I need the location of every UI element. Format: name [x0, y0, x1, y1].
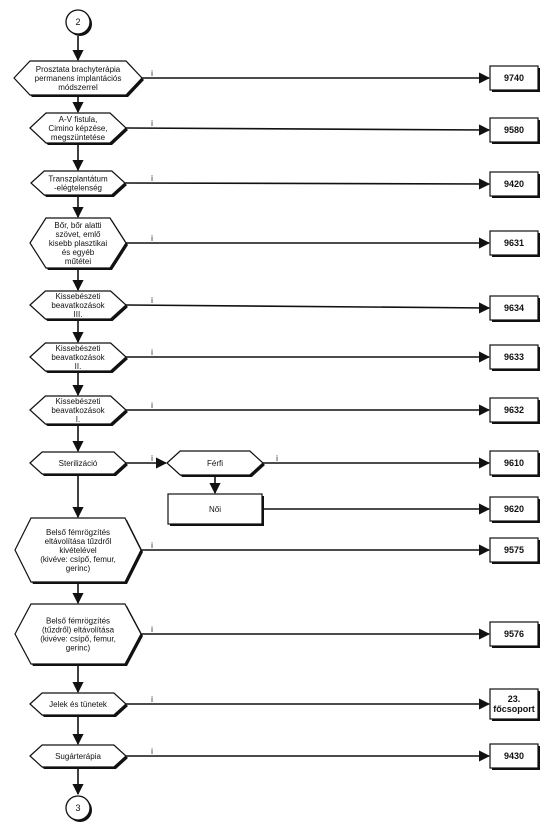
edge-label-i: i	[151, 69, 153, 78]
edge-label-i: i	[151, 541, 153, 550]
target-box: 9633	[489, 344, 540, 371]
decision-node-male: Férfi	[166, 450, 265, 477]
target-box-label: 9631	[504, 238, 524, 248]
decision-node-line: beavatkozások	[51, 406, 105, 415]
decision-node: Sterilizáció	[29, 451, 128, 476]
decision-node-line: műtétei	[65, 257, 91, 266]
connector-top: 2	[65, 9, 92, 36]
target-box: 9576	[489, 621, 540, 648]
edge-label-i: i	[151, 296, 153, 305]
decision-node-line: és egyéb	[62, 248, 95, 257]
target-box-label: 9430	[504, 751, 524, 761]
decision-node-line: gerinc)	[66, 644, 91, 653]
target-box: 9610	[489, 450, 540, 477]
edge-label-i: i	[151, 119, 153, 128]
decision-node-line: II.	[75, 362, 82, 371]
decision-node-line: módszerrel	[58, 83, 98, 92]
target-box-label: 9620	[504, 504, 524, 514]
decision-node-line: Transzplantátum	[48, 175, 108, 184]
target-box: 9580	[489, 117, 540, 144]
decision-node-line: Kissebészeti	[56, 397, 101, 406]
target-box-label: 9610	[504, 458, 524, 468]
target-box: 9740	[489, 65, 540, 92]
decision-node: Jelek és tünetek	[29, 692, 128, 717]
target-box: 23.főcsoport	[489, 688, 540, 721]
edge-label-i: i	[276, 454, 278, 463]
decision-node-line: szövet, emlő	[56, 230, 101, 239]
decision-node: A-V fistula,Cimino képzése,megszüntetése	[29, 112, 128, 145]
target-box-label: 9634	[504, 303, 524, 313]
decision-node-line: Kissebészeti	[56, 292, 101, 301]
decision-node-line: Bőr, bőr alatti	[54, 221, 101, 230]
target-box: 9575	[489, 537, 540, 564]
target-box: 9430	[489, 743, 540, 770]
edge-label-i: i	[151, 454, 153, 463]
edge-label-i: i	[151, 695, 153, 704]
decision-node: Transzplantátum-elégtelenség	[30, 170, 127, 197]
target-box-label: 9575	[504, 545, 524, 555]
target-box-label: 9580	[504, 125, 524, 135]
decision-node-line: Kissebészeti	[56, 344, 101, 353]
target-box-label: 9740	[504, 73, 524, 83]
target-box-label: 9576	[504, 629, 524, 639]
decision-node-line: beavatkozások	[51, 353, 105, 362]
target-arrow	[125, 124, 491, 136]
decision-node-line: Jelek és tünetek	[49, 700, 108, 709]
decision-node-line: beavatkozások	[51, 301, 105, 310]
edge-label-i: i	[151, 174, 153, 183]
target-box: 9632	[489, 397, 540, 424]
female-box: Női	[167, 493, 264, 526]
decision-node-line: kivételével	[59, 546, 97, 555]
decision-node-line: Prosztata brachyterápia	[36, 65, 121, 74]
target-arrow	[125, 302, 491, 314]
connector-bottom-label: 3	[75, 803, 80, 813]
decision-node-line: A-V fistula,	[59, 115, 98, 124]
target-box: 9634	[489, 295, 540, 322]
decision-node: Belső fémrögzítés(tűzdről) eltávolítása(…	[14, 603, 143, 666]
target-box-label: 9632	[504, 405, 524, 415]
edge-label-i: i	[151, 401, 153, 410]
decision-node-line: permanens implantációs	[35, 74, 122, 83]
connector-top-label: 2	[75, 17, 80, 27]
edge-label-i: i	[151, 747, 153, 756]
decision-node-male-label: Férfi	[207, 459, 223, 468]
target-box: 9631	[489, 230, 540, 257]
target-box-label: 23.	[508, 694, 521, 704]
decision-node-line: (kivéve: csípő, femur,	[40, 635, 116, 644]
target-box-label: főcsoport	[493, 704, 535, 714]
edge-label-i: i	[151, 234, 153, 243]
decision-node-line: -elégtelenség	[54, 184, 102, 193]
decision-node-line: kisebb plasztikai	[49, 239, 107, 248]
decision-node-line: Cimino képzése,	[48, 124, 107, 133]
decision-node-line: Sugárterápia	[55, 752, 101, 761]
target-box-label: 9420	[504, 179, 524, 189]
decision-node-line: Belső fémrögzítés	[46, 528, 110, 537]
decision-node: Sugárterápia	[29, 744, 128, 769]
decision-node-line: (kivéve: csípő, femur,	[40, 555, 116, 564]
female-box-label: Női	[209, 505, 221, 514]
connector-bottom: 3	[65, 795, 92, 822]
decision-node-line: megszüntetése	[51, 133, 106, 142]
target-box: 9620	[489, 496, 540, 523]
target-box-label: 9633	[504, 352, 524, 362]
decision-node-line: eltávolítása tűzdről	[45, 537, 112, 546]
decision-node-line: gerinc)	[66, 564, 91, 573]
decision-node-line: Sterilizáció	[59, 459, 98, 468]
decision-node-line: III.	[74, 310, 83, 319]
decision-node-line: Belső fémrögzítés	[46, 617, 110, 626]
edge-label-i: i	[151, 348, 153, 357]
decision-node-line: I.	[76, 415, 80, 424]
target-arrow	[124, 178, 491, 190]
decision-node-line: (tűzdről) eltávolítása	[42, 626, 115, 635]
target-box: 9420	[489, 171, 540, 198]
edge-label-i: i	[151, 625, 153, 634]
